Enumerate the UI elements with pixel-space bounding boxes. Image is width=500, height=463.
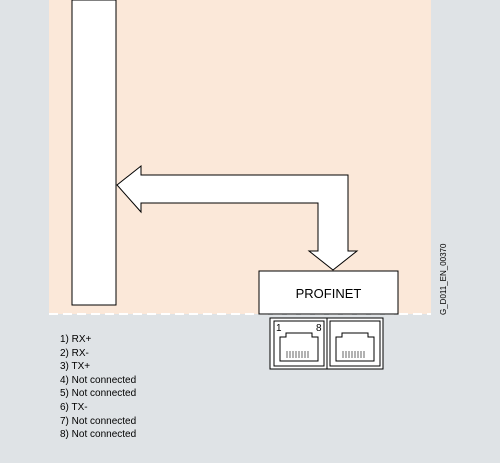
pin-8-label: 8 xyxy=(316,323,322,334)
rj45-contacts xyxy=(342,351,365,358)
backplane-bus xyxy=(71,0,117,306)
pin-assignment-item: 5) Not connected xyxy=(60,388,137,400)
pin-assignment-item: 6) TX- xyxy=(60,401,88,413)
pin-assignment-list: 1) RX+ 2) RX- 3) TX+ 4) Not connected 5)… xyxy=(60,333,136,442)
data-flow-arrow xyxy=(116,164,359,271)
pin-assignment-item: 1) RX+ xyxy=(60,334,92,345)
rj45-port-1: 1 8 xyxy=(273,320,325,367)
pin-assignment-item: 8) Not connected xyxy=(60,429,137,441)
rj45-contacts xyxy=(286,351,309,358)
profinet-module xyxy=(258,270,399,315)
rj45-port-2 xyxy=(329,320,381,367)
pin-assignment-item: 7) Not connected xyxy=(60,415,137,427)
figure-id: G_D011_EN_00370 xyxy=(439,243,448,315)
pin-1-label: 1 xyxy=(276,323,282,334)
pin-assignment-item: 3) TX+ xyxy=(60,361,91,373)
pin-assignment-item: 4) Not connected xyxy=(60,374,137,386)
profinet-label: PROFINET xyxy=(296,286,362,301)
pin-assignment-item: 2) RX- xyxy=(60,347,89,359)
